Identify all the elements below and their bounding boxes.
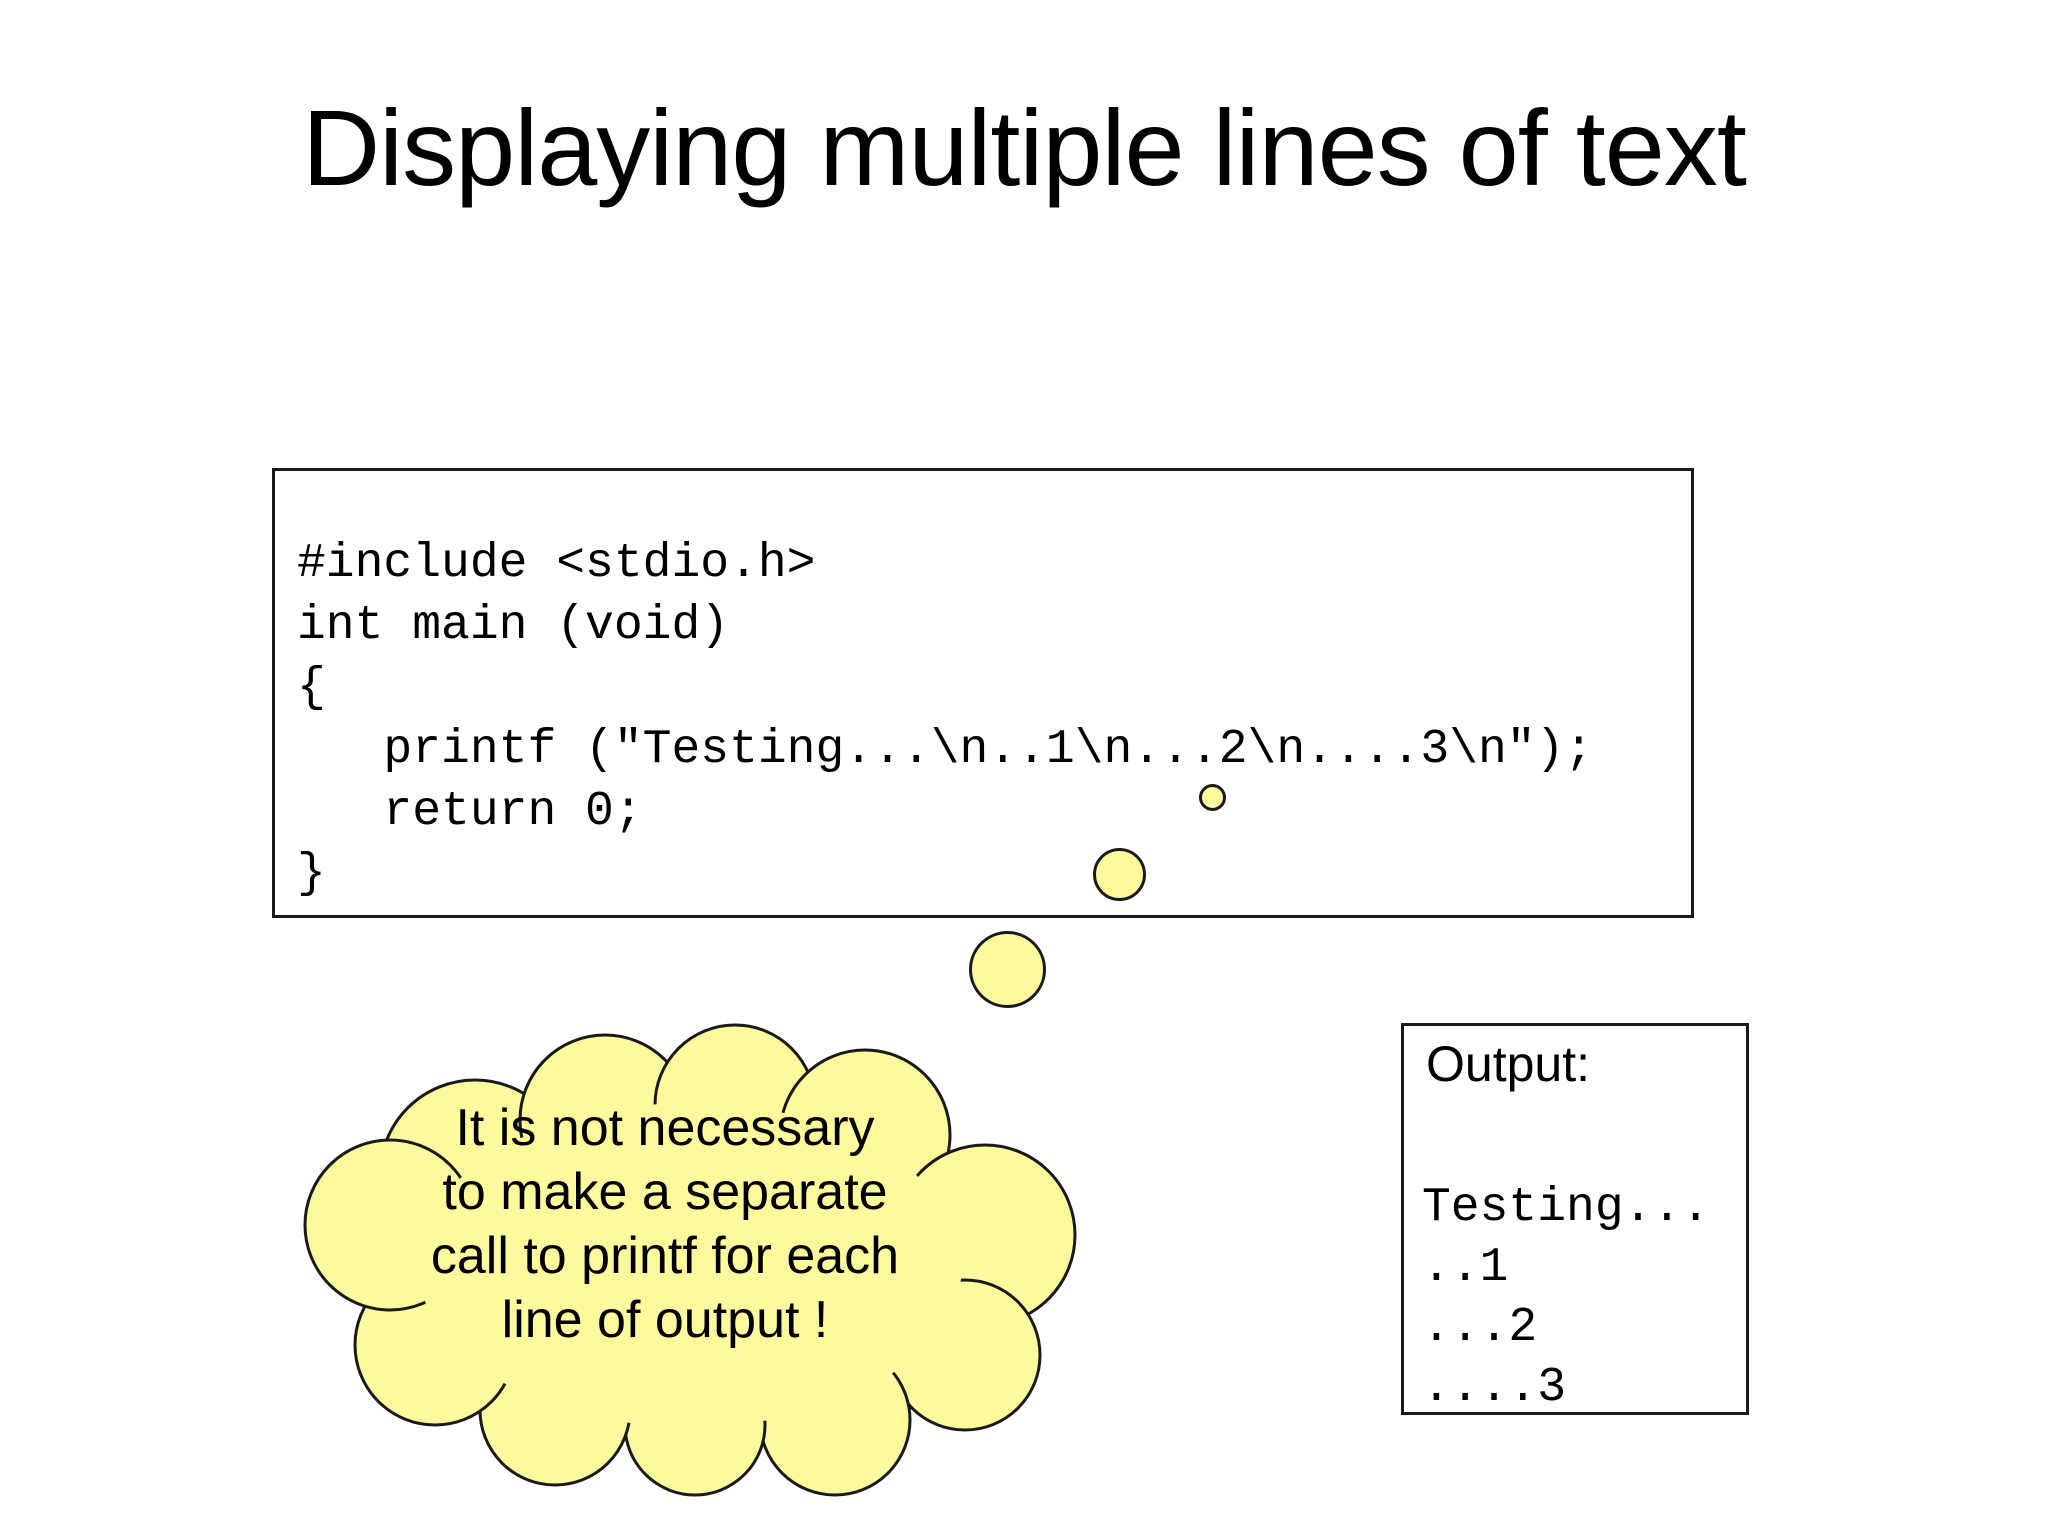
bubble-line: It is not necessary (455, 1099, 875, 1157)
thought-trail-circle-large (969, 931, 1046, 1008)
thought-cloud-shape (303, 1023, 1077, 1497)
thought-bubble-text: It is not necessary to make a separate c… (315, 1096, 1015, 1352)
output-listing: Testing... ..1 ...2 ....3 (1422, 1178, 1710, 1418)
thought-trail-circle-medium (1093, 848, 1146, 901)
output-line: ..1 (1422, 1241, 1509, 1295)
code-line: return 0; (297, 785, 643, 839)
code-line: int main (void) (297, 599, 730, 653)
output-label: Output: (1426, 1036, 1590, 1092)
code-line: #include <stdio.h> (297, 537, 816, 591)
output-line: Testing... (1422, 1181, 1711, 1235)
bubble-line: to make a separate (442, 1163, 888, 1221)
page-title: Displaying multiple lines of text (302, 87, 1747, 208)
code-line: printf ("Testing...\n..1\n...2\n....3\n"… (297, 723, 1594, 777)
output-line: ....3 (1422, 1361, 1567, 1415)
output-box: Output: Testing... ..1 ...2 ....3 (1401, 1023, 1749, 1415)
code-listing: #include <stdio.h> int main (void) { pri… (297, 533, 1593, 905)
bubble-line: line of output ! (501, 1291, 829, 1349)
output-line: ...2 (1422, 1301, 1538, 1355)
bubble-line: call to printf for each (430, 1227, 900, 1285)
code-line: } (297, 847, 326, 901)
code-box: #include <stdio.h> int main (void) { pri… (272, 468, 1694, 918)
thought-trail-circle-small (1199, 784, 1226, 811)
code-line: { (297, 661, 326, 715)
cloud-center (418, 1103, 962, 1427)
